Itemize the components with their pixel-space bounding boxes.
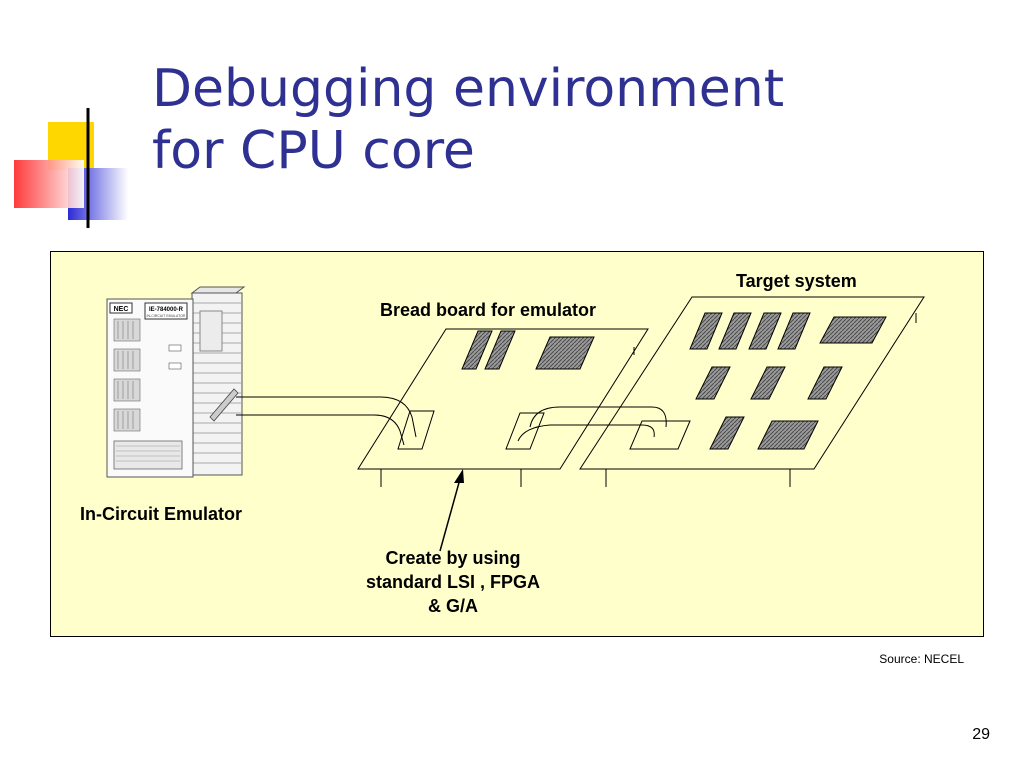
deco-red-square xyxy=(14,160,84,208)
breadboard-socket-right xyxy=(505,412,545,450)
page-number: 29 xyxy=(972,726,990,743)
note-line-1: Create by using xyxy=(385,548,521,568)
cable-emulator-to-breadboard xyxy=(236,396,417,446)
source-citation: Source: NECEL xyxy=(879,652,964,666)
target-socket xyxy=(629,420,691,450)
emulator-brand: NEC xyxy=(114,306,129,313)
note-line-2: standard LSI , FPGA xyxy=(365,572,541,592)
target-system-board xyxy=(579,296,925,487)
cable-breadboard-to-target xyxy=(517,406,667,442)
note-line-3: & G/A xyxy=(427,596,478,616)
emulator-diagram: NEC IE-784000-R IN-CIRCUIT EMULATOR xyxy=(106,286,925,552)
in-circuit-emulator-cabinet: NEC IE-784000-R IN-CIRCUIT EMULATOR xyxy=(106,286,246,478)
title-line-2: for CPU core xyxy=(152,121,475,181)
target-chips xyxy=(689,312,887,450)
emulator-model: IE-784000-R xyxy=(149,307,184,313)
breadboard-chips xyxy=(461,330,595,370)
title-line-1: Debugging environment xyxy=(152,59,785,119)
note-arrow xyxy=(439,469,464,552)
title-decoration xyxy=(14,108,960,228)
lsi-fpga-note: Create by using standard LSI , FPGA & G/… xyxy=(336,546,570,618)
bread-board xyxy=(357,328,649,487)
breadboard-label: Bread board for emulator xyxy=(380,300,597,320)
emulator-label: In-Circuit Emulator xyxy=(80,504,243,524)
emulator-subtitle: IN-CIRCUIT EMULATOR xyxy=(147,314,186,318)
target-system-label: Target system xyxy=(736,271,857,291)
page-title: Debugging environment for CPU core xyxy=(152,58,784,182)
